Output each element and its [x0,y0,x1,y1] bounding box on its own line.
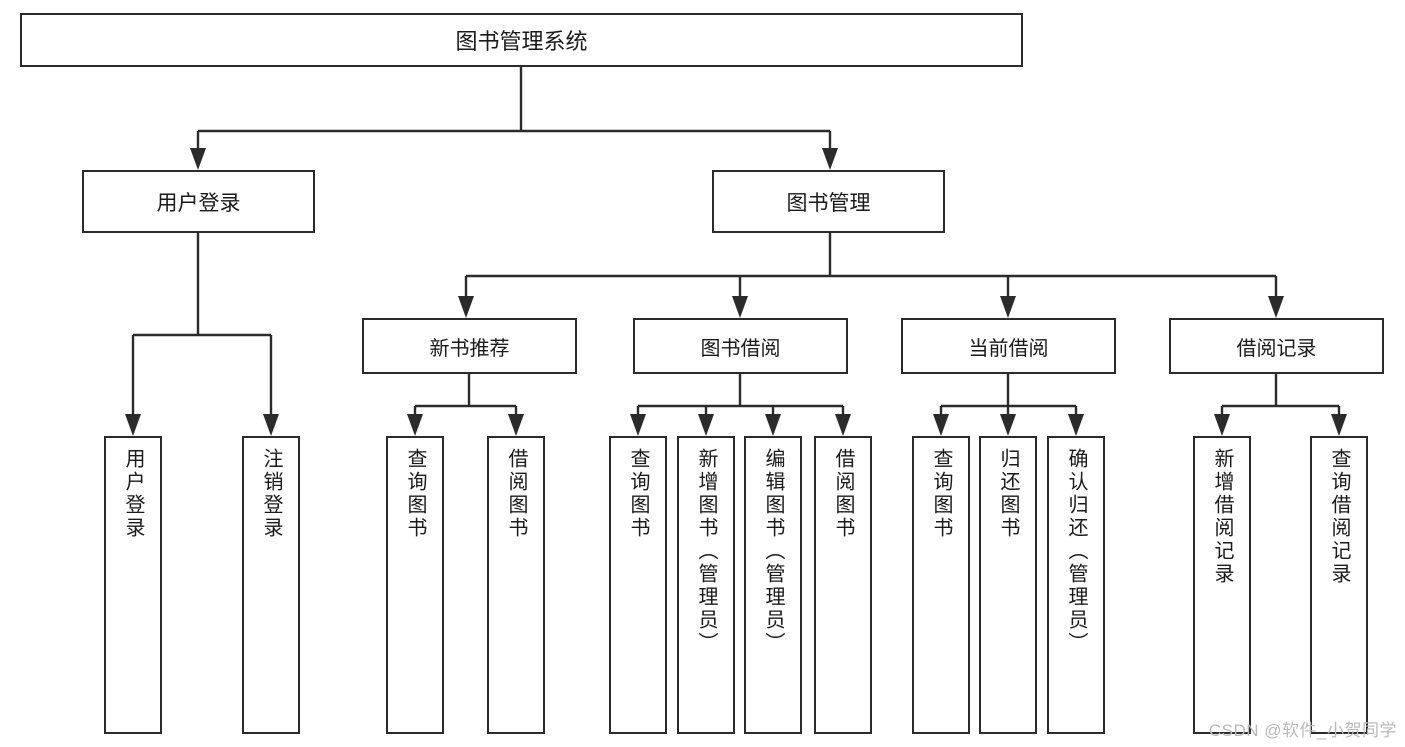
leaf-current-borrow-return[interactable]: 归还图书 [979,436,1037,734]
node-label: 当前借阅 [968,337,1049,360]
leaf-current-borrow-confirm-return[interactable]: 确认归还（管理员） [1047,436,1105,734]
leaf-user-login-logout[interactable]: 注销登录 [242,436,300,734]
leaf-new-book-query[interactable]: 查询图书 [386,436,444,734]
node-label: 新增图书（管理员） [695,448,717,655]
node-label: 新书推荐 [429,337,510,360]
node-label: 用户登录 [122,448,144,540]
node-new-book-recommend[interactable]: 新书推荐 [362,318,577,374]
node-borrow-record[interactable]: 借阅记录 [1169,318,1384,374]
leaf-book-borrow-add[interactable]: 新增图书（管理员） [677,436,735,734]
node-label: 确认归还（管理员） [1065,448,1087,655]
node-label: 图书管理 [786,191,871,215]
node-label: 查询图书 [930,448,952,540]
node-label: 编辑图书（管理员） [762,448,784,655]
node-label: 查询图书 [404,448,426,540]
node-label: 注销登录 [260,448,282,540]
csdn-watermark: CSDN @软件_小贺同学 [1208,721,1397,740]
node-current-borrow[interactable]: 当前借阅 [901,318,1116,374]
node-label: 借阅图书 [505,448,527,540]
leaf-new-book-borrow[interactable]: 借阅图书 [487,436,545,734]
node-label: 新增借阅记录 [1211,448,1233,586]
node-root-system[interactable]: 图书管理系统 [20,13,1023,67]
node-book-management[interactable]: 图书管理 [712,170,945,233]
leaf-user-login-login[interactable]: 用户登录 [104,436,162,734]
node-label: 图书借阅 [700,337,781,360]
leaf-book-borrow-query[interactable]: 查询图书 [609,436,667,734]
leaf-book-borrow-borrow[interactable]: 借阅图书 [814,436,872,734]
node-label: 查询借阅记录 [1328,448,1350,586]
node-label: 查询图书 [627,448,649,540]
leaf-borrow-record-add[interactable]: 新增借阅记录 [1193,436,1251,734]
node-label: 借阅图书 [832,448,854,540]
node-user-login[interactable]: 用户登录 [82,170,315,233]
node-label: 归还图书 [997,448,1019,540]
node-label: 借阅记录 [1236,337,1317,360]
node-book-borrow[interactable]: 图书借阅 [633,318,848,374]
leaf-borrow-record-query[interactable]: 查询借阅记录 [1310,436,1368,734]
node-label: 用户登录 [156,191,241,215]
leaf-current-borrow-query[interactable]: 查询图书 [912,436,970,734]
node-label: 图书管理系统 [455,29,588,54]
leaf-book-borrow-edit[interactable]: 编辑图书（管理员） [744,436,802,734]
